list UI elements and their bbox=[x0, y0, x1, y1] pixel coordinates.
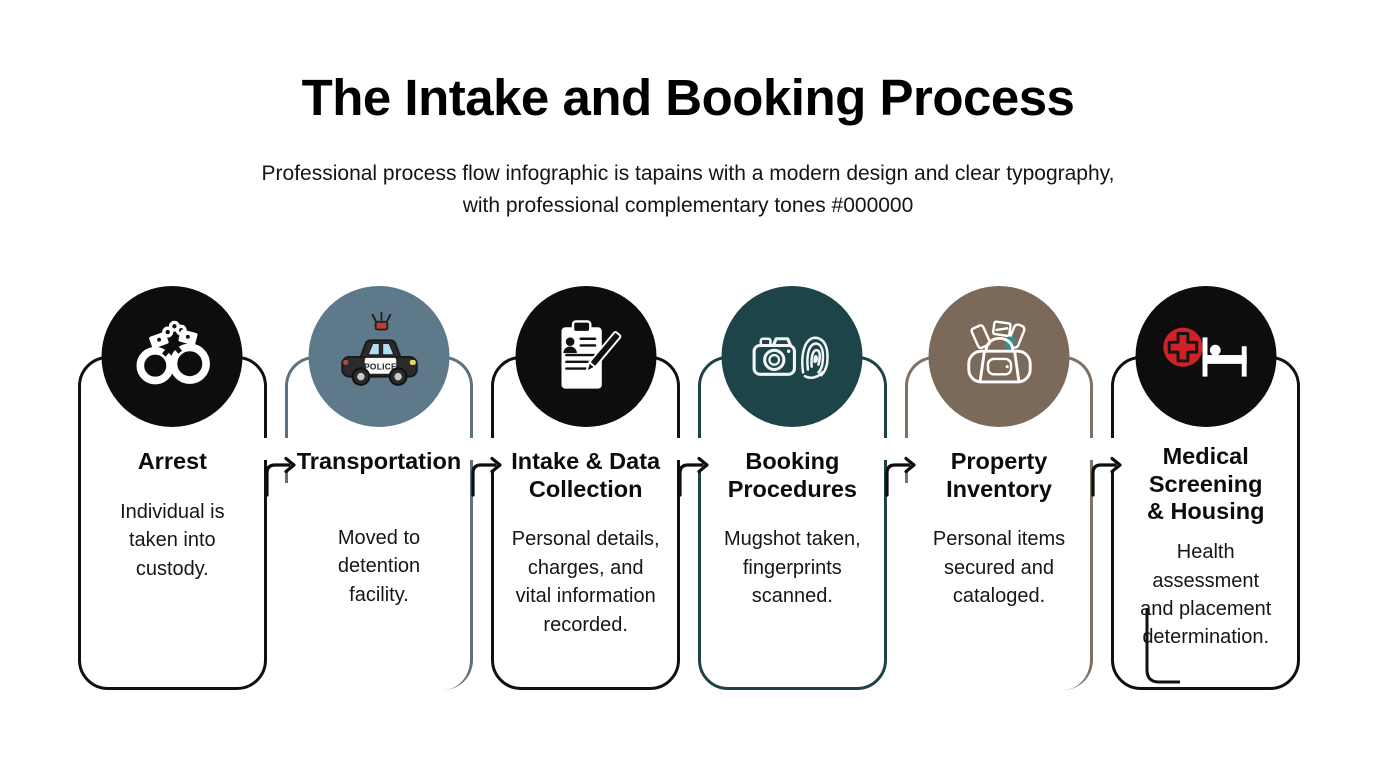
handcuffs-icon bbox=[136, 320, 210, 384]
step-card-intake-data: Intake & Data Collection Personal detail… bbox=[491, 286, 681, 690]
step-title: Arrest bbox=[137, 448, 207, 474]
stray-line-artifact bbox=[1144, 608, 1188, 688]
step-icon-circle bbox=[721, 286, 863, 427]
step-icon-circle bbox=[515, 286, 657, 427]
page-title: The Intake and Booking Process bbox=[301, 69, 1075, 126]
step-card-arrest: Arrest Individual is taken into custody. bbox=[78, 286, 267, 690]
step-card-transportation: POLICE Transportation Moved to detention… bbox=[284, 286, 474, 690]
step-description: Personal details, charges, and vital inf… bbox=[511, 528, 660, 636]
step-card-medical: Medical Screening & Housing Health asses… bbox=[1111, 286, 1301, 690]
clipboard-pen-icon bbox=[561, 319, 622, 389]
step-icon-circle: POLICE bbox=[308, 286, 450, 427]
step-title: Transportation bbox=[296, 448, 462, 474]
step-icon-circle bbox=[101, 286, 243, 427]
duffel-bag-icon bbox=[966, 319, 1032, 383]
svg-text:POLICE: POLICE bbox=[364, 361, 397, 371]
flow-arrow-icon bbox=[675, 438, 711, 502]
step-card-property: Property Inventory Personal items secure… bbox=[904, 286, 1094, 690]
step-card-booking: Booking Procedures Mugshot taken, finger… bbox=[698, 286, 887, 690]
step-description: Personal items secured and cataloged. bbox=[932, 528, 1066, 608]
step-icon-circle bbox=[1135, 286, 1277, 427]
step-description: Health assessment and placement determin… bbox=[1140, 541, 1272, 649]
step-description: Moved to detention facility. bbox=[337, 526, 421, 606]
step-description: Individual is taken into custody. bbox=[120, 500, 225, 580]
flow-arrow-icon bbox=[468, 438, 504, 502]
camera-fingerprint-icon bbox=[752, 336, 829, 379]
medical-bed-icon bbox=[1163, 327, 1247, 377]
flow-arrow-icon bbox=[1088, 438, 1124, 502]
flow-arrow-icon bbox=[882, 438, 918, 502]
step-title: Property Inventory bbox=[946, 448, 1052, 502]
police-car-icon: POLICE bbox=[340, 311, 418, 386]
step-title: Intake & Data Collection bbox=[511, 448, 661, 502]
step-title: Booking Procedures bbox=[727, 448, 857, 502]
step-title: Medical Screening & Housing bbox=[1146, 443, 1265, 525]
flow-arrow-icon bbox=[262, 438, 298, 502]
step-description: Mugshot taken, fingerprints scanned. bbox=[723, 528, 861, 608]
page-subtitle: Professional process flow infographic is… bbox=[261, 162, 1115, 217]
step-icon-circle bbox=[928, 286, 1070, 427]
process-steps-row: Arrest Individual is taken into custody. bbox=[78, 286, 1301, 690]
